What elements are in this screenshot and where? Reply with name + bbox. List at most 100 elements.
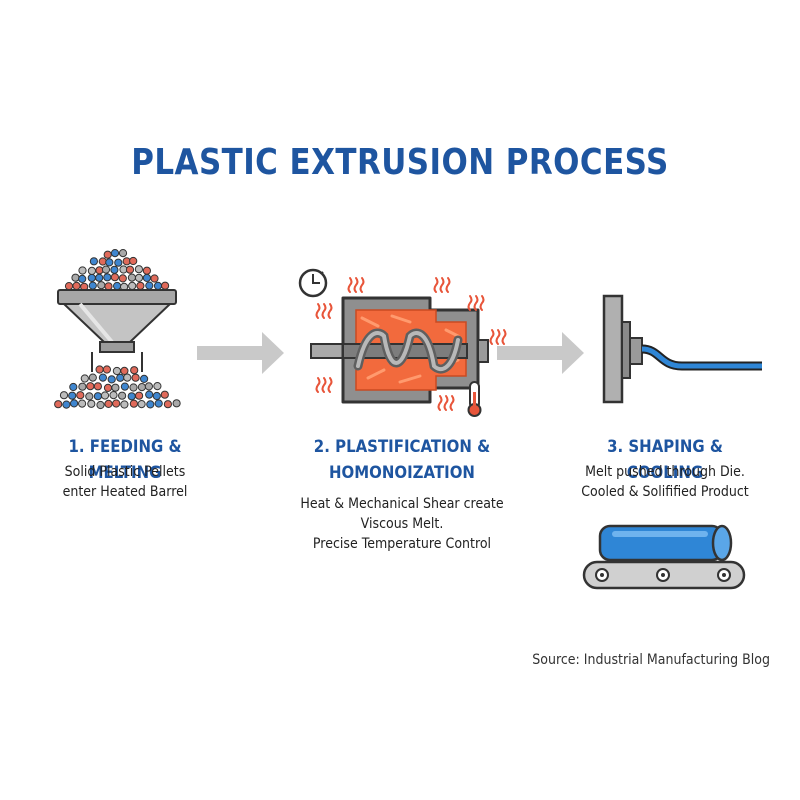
pellet: [78, 382, 87, 391]
heat-wave: [495, 329, 501, 345]
extruder-barrel-icon: [310, 296, 489, 404]
heat-wave: [353, 277, 359, 293]
pellet: [104, 399, 113, 408]
arrow-right-icon: [497, 332, 584, 374]
pellet: [95, 365, 104, 374]
pellet: [103, 250, 112, 259]
heat-wave: [479, 295, 485, 311]
conveyor-icon: [582, 524, 746, 590]
pellet: [97, 281, 106, 290]
pellet: [123, 373, 132, 382]
heat-wave: [315, 303, 321, 319]
pellet-pile-top: [64, 249, 170, 291]
pellet: [105, 258, 114, 267]
thermometer-icon: [467, 381, 482, 417]
pellet: [113, 281, 122, 291]
pellet: [87, 266, 97, 275]
heat-wave: [321, 303, 327, 319]
pellet: [100, 391, 110, 400]
step-1-desc-line: Solid Plastic Pellets: [64, 464, 186, 480]
pellet: [112, 366, 122, 376]
step-3-desc-line: Cooled & Solifified Product: [581, 484, 749, 500]
source-credit: Source: Industrial Manufacturing Blog: [532, 652, 770, 668]
pellet: [109, 391, 118, 400]
pellet: [129, 383, 138, 392]
heat-wave: [473, 295, 479, 311]
pellet: [110, 265, 119, 274]
heat-wave: [467, 295, 473, 311]
pellet: [86, 382, 95, 391]
step-3-description: Melt pushed through Die. Cooled & Solifi…: [557, 462, 773, 502]
heat-wave: [501, 329, 507, 345]
pellet: [54, 400, 63, 409]
pellet: [96, 400, 105, 410]
pellet: [134, 273, 144, 282]
pellet: [95, 273, 104, 282]
die-icon: [602, 294, 643, 404]
heat-wave: [433, 277, 439, 293]
heat-wave: [437, 395, 443, 411]
step-1-title: 1. FEEDING & MELTING: [33, 434, 218, 486]
step-3-title-line: 3. SHAPING & COOLING: [607, 437, 723, 483]
pellet: [145, 390, 154, 399]
heat-wave-icon: [315, 277, 507, 411]
pellet: [129, 256, 138, 266]
pellet: [127, 392, 136, 401]
heat-wave: [327, 377, 333, 393]
step-2-desc-line: Viscous Melt.: [360, 516, 444, 532]
pellet: [72, 281, 81, 290]
pellet: [110, 249, 120, 258]
pellet: [71, 273, 80, 282]
pellet: [98, 373, 108, 382]
pellet: [101, 265, 111, 274]
pellet: [140, 374, 149, 383]
pellet: [118, 249, 128, 258]
pellet: [88, 281, 97, 290]
pellet: [131, 373, 140, 382]
pellet: [85, 392, 94, 401]
pellet: [118, 391, 127, 400]
pellet: [87, 399, 96, 408]
pellet: [87, 273, 96, 282]
pellet: [93, 392, 103, 401]
pellet: [144, 382, 153, 391]
pellet: [114, 258, 123, 267]
heat-wave: [321, 377, 327, 393]
step-2-title-line: HOMONOIZATION: [329, 463, 475, 483]
step-2-title-line: 2. PLASTIFICATION &: [313, 437, 491, 457]
pellet: [102, 365, 112, 374]
pellet: [145, 281, 154, 290]
heat-wave: [489, 329, 495, 345]
pellet: [64, 282, 74, 291]
pipe-product-icon: [641, 344, 762, 371]
pellet: [128, 281, 137, 290]
pellet: [134, 265, 143, 274]
heat-wave: [439, 277, 445, 293]
arrow-right-icon: [197, 332, 284, 374]
pellet: [78, 399, 87, 408]
pellet: [78, 274, 87, 283]
pellet: [68, 391, 77, 400]
pellet: [154, 399, 163, 408]
gauge-icon: [298, 268, 328, 298]
step-3-desc-line: Melt pushed through Die.: [585, 464, 745, 480]
page-title: PLASTIC EXTRUSION PROCESS: [131, 142, 669, 183]
step-2-title: 2. PLASTIFICATION & HOMONOIZATION: [296, 434, 507, 486]
step-2-desc-line: Precise Temperature Control: [312, 536, 492, 552]
pellet: [153, 382, 162, 391]
screw-icon: [342, 328, 468, 374]
pellet: [120, 400, 129, 409]
pellet: [120, 366, 129, 375]
pellet: [153, 281, 163, 290]
pellet: [88, 373, 97, 382]
pellet: [78, 266, 87, 275]
pellet: [150, 274, 159, 283]
pellet: [135, 391, 144, 400]
pellet: [152, 391, 161, 401]
pellet-pile-bottom: [54, 365, 181, 410]
heat-wave: [359, 277, 365, 293]
pellet: [80, 374, 89, 383]
heat-wave: [347, 277, 353, 293]
heat-wave: [445, 277, 451, 293]
